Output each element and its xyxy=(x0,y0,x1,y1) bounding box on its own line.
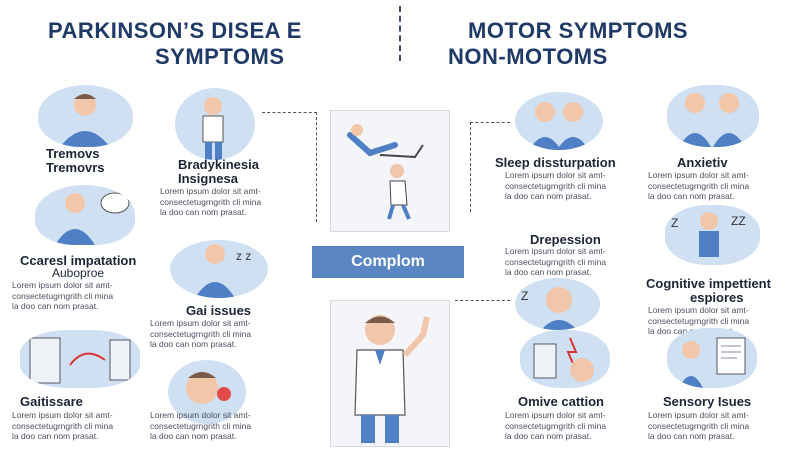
svg-text:Z: Z xyxy=(521,289,528,303)
mouth-issue-icon xyxy=(168,360,246,424)
connector-right-bottom xyxy=(455,300,510,301)
center-label-box: Complom xyxy=(312,246,464,278)
postural-label-1: Ccaresl impatation xyxy=(20,253,137,268)
cognitive-label-1: Cognitive impettient xyxy=(646,276,771,291)
gait-icon: z z xyxy=(170,240,268,298)
left-title-line1: PARKINSON’S DISEA E xyxy=(48,18,302,43)
postural-label-2: Auboproe xyxy=(52,266,105,280)
tremors-label-2: Tremovrs xyxy=(46,160,105,175)
postural-icon xyxy=(35,185,135,245)
sleep-icon xyxy=(515,92,603,150)
depression-desc: Lorem ipsum dolor sit amt-consectetugrng… xyxy=(505,246,607,277)
bradykinesia-label-1: Bradykinesia xyxy=(178,157,259,172)
svg-text:Z: Z xyxy=(671,216,678,230)
anxiety-label: Anxietiv xyxy=(677,155,728,170)
mouth-issue-desc: Lorem ipsum dolor sit amt-consectetugrng… xyxy=(150,410,252,441)
anxiety-icon xyxy=(667,85,759,147)
right-title-line1: MOTOR SYMPTOMS xyxy=(468,18,689,43)
connector-right-v xyxy=(470,122,471,212)
anxiety-desc: Lorem ipsum dolor sit amt-consectetugrng… xyxy=(648,170,750,201)
header-divider xyxy=(399,6,401,61)
omive-desc: Lorem ipsum dolor sit amt-consectetugrng… xyxy=(505,410,607,441)
gaitissare-desc: Lorem ipsum dolor sit amt-consectetugrng… xyxy=(12,410,114,441)
depression-face-icon: Z xyxy=(515,278,600,330)
gaitissare-icon xyxy=(20,330,140,388)
left-title-line2: SYMPTOMS xyxy=(155,44,285,69)
right-title-line2: NON-MOTOMS xyxy=(448,44,608,69)
sensory-desc: Lorem ipsum dolor sit amt-consectetugrng… xyxy=(648,410,750,441)
depression-label: Drepession xyxy=(530,232,601,247)
gait-desc: Lorem ipsum dolor sit amt-consectetugrng… xyxy=(150,318,252,349)
sensory-icon xyxy=(667,328,757,388)
falling-person-illustration xyxy=(347,124,424,220)
doctor-illustration xyxy=(354,315,430,443)
omive-label: Omive cattion xyxy=(518,394,604,409)
tremors-icon xyxy=(38,85,133,147)
connector-left xyxy=(262,112,317,113)
postural-desc: Lorem ipsum dolor sit amt-consectetugrng… xyxy=(12,280,114,311)
connector-right xyxy=(470,122,510,123)
svg-text:ZZ: ZZ xyxy=(731,214,746,228)
sleep-desc: Lorem ipsum dolor sit amt-consectetugrng… xyxy=(505,170,607,201)
bradykinesia-desc: Lorem ipsum dolor sit amt-consectetugrng… xyxy=(160,186,262,217)
tremors-label-1: Tremovs xyxy=(46,146,100,161)
gaitissare-label: Gaitissare xyxy=(20,394,83,409)
svg-text:z z: z z xyxy=(236,249,251,263)
cognitive-label-2: espiores xyxy=(690,290,744,305)
connector-left-v xyxy=(316,112,317,222)
sensory-label: Sensory Isues xyxy=(663,394,752,409)
bradykinesia-icon xyxy=(175,88,255,160)
sleep-label: Sleep dissturpation xyxy=(495,155,616,170)
gait-label: Gai issues xyxy=(186,303,252,318)
bradykinesia-label-2: Insignesa xyxy=(178,171,238,186)
omive-icon xyxy=(520,330,610,388)
